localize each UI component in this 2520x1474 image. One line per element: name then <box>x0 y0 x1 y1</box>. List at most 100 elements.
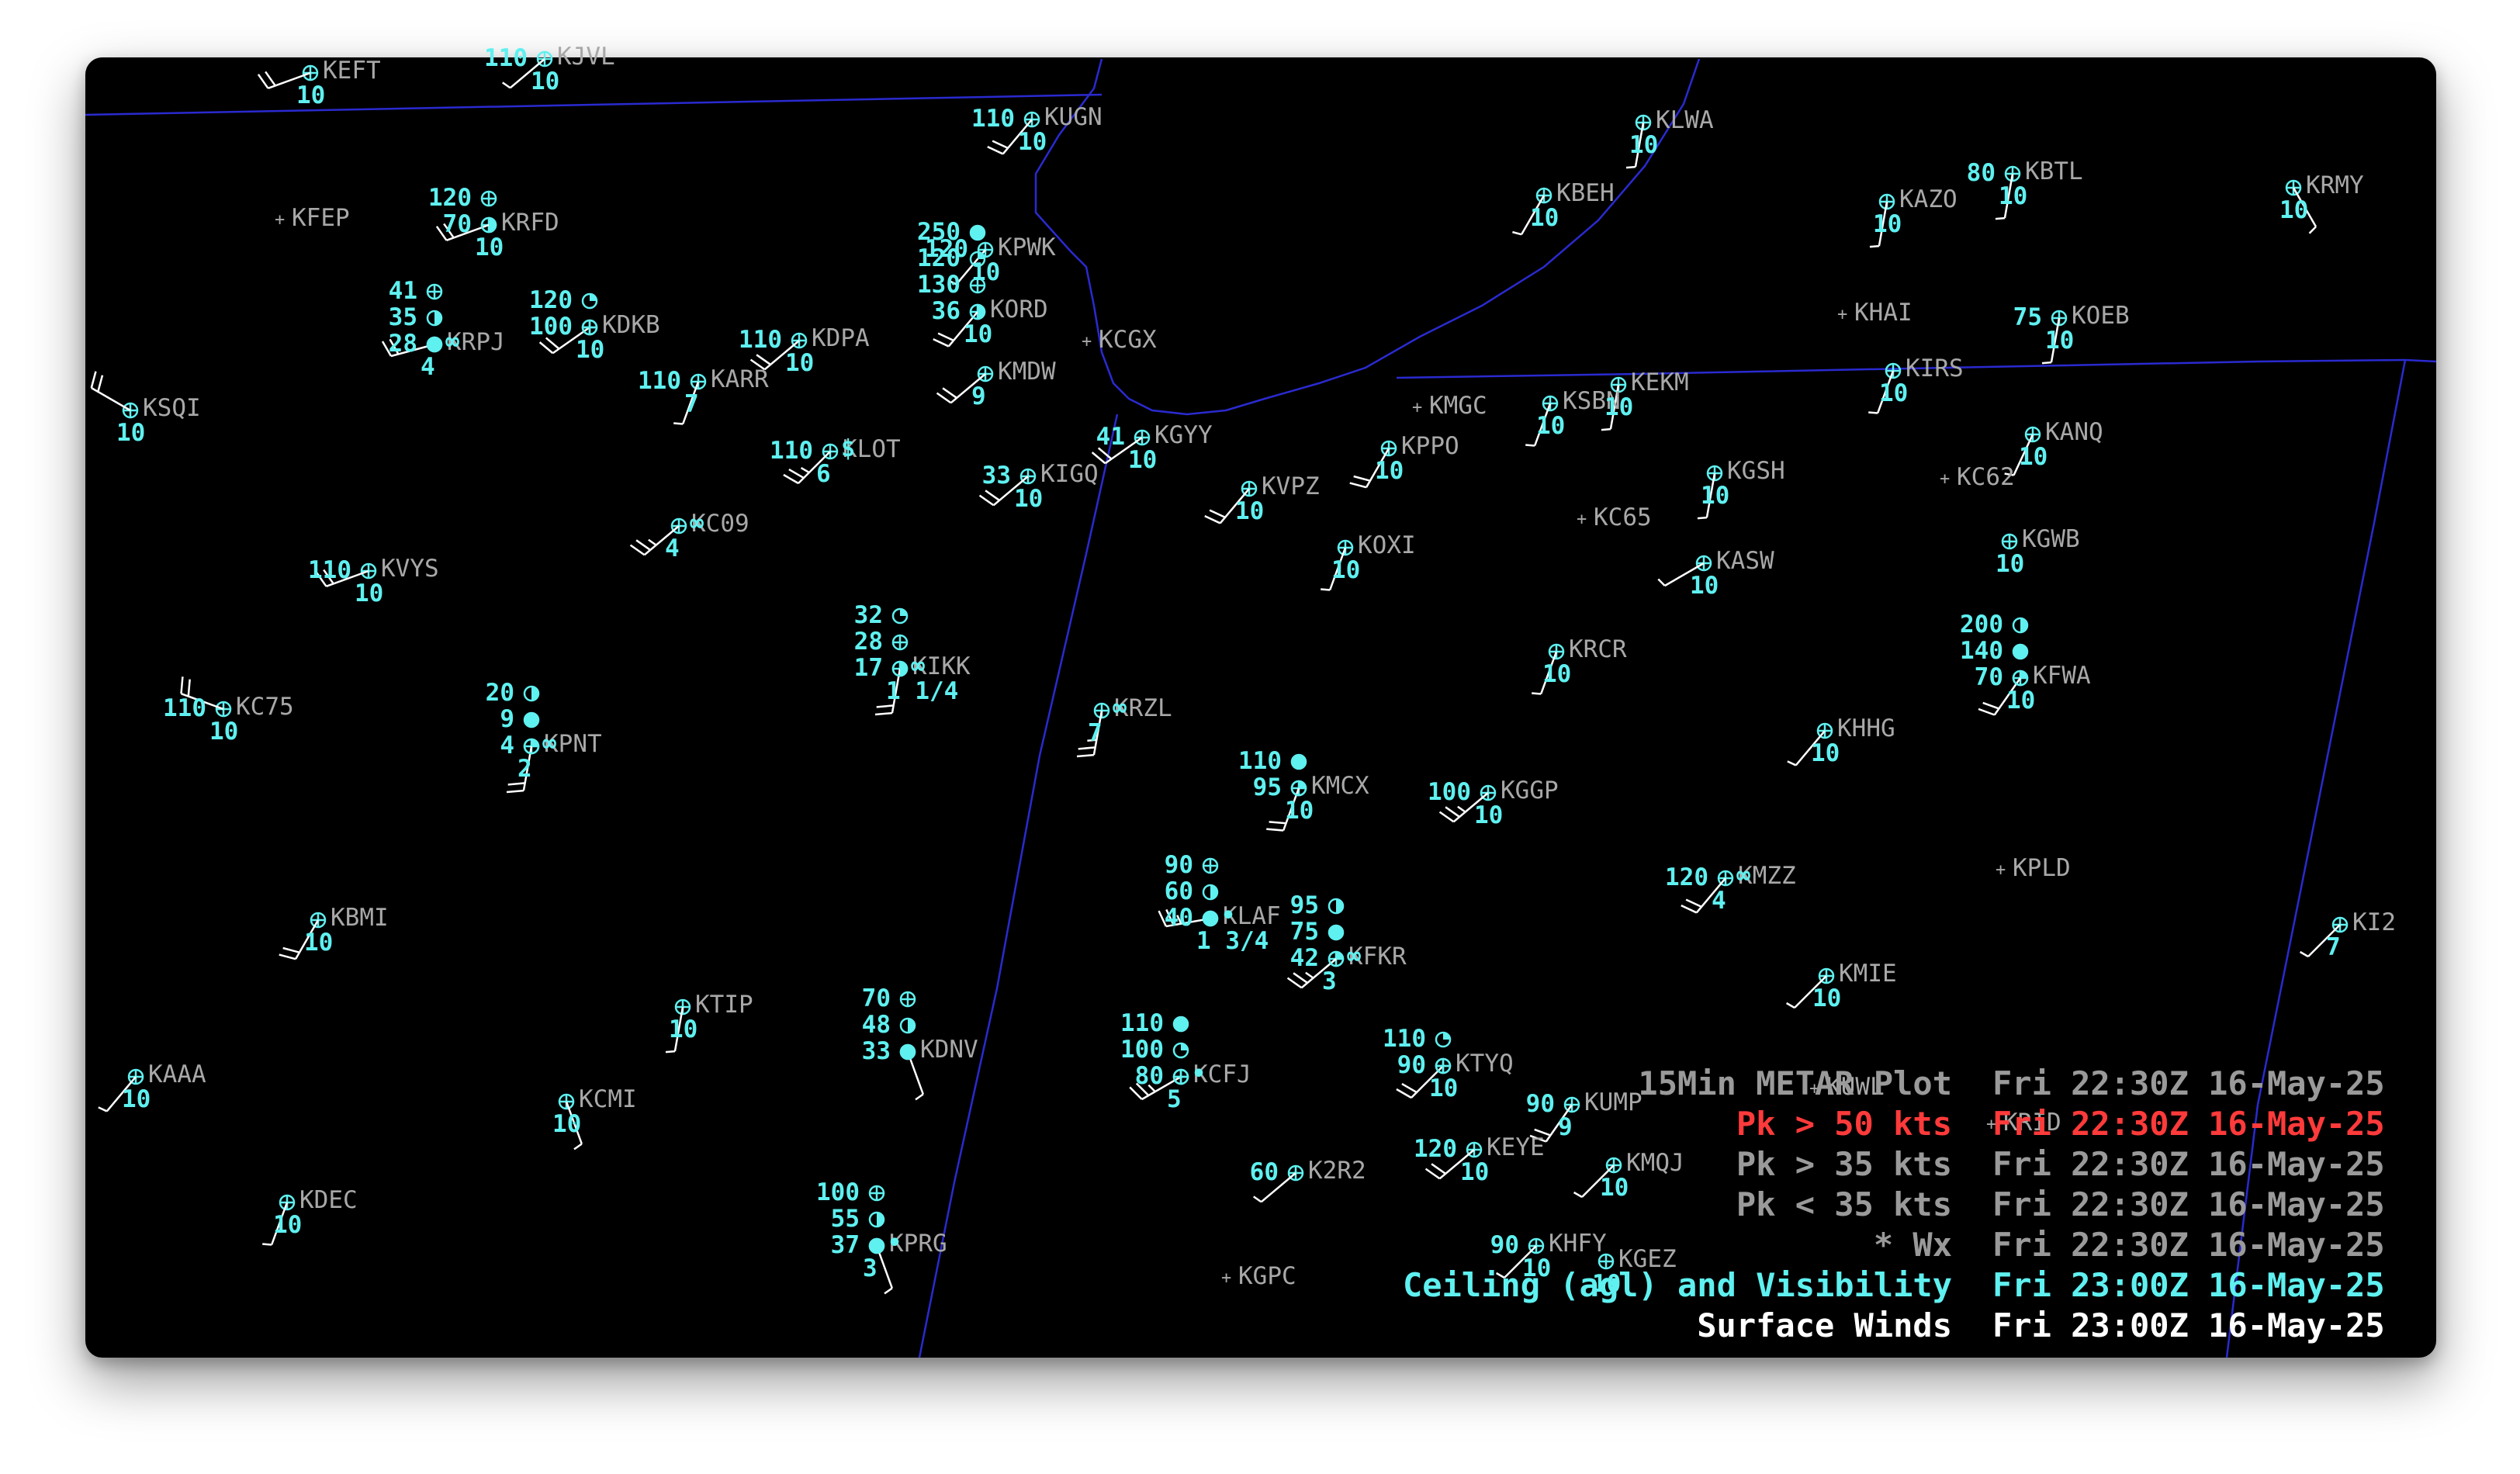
wind-barb-kekm <box>1601 384 1620 431</box>
visibility-kekm: 10 <box>1604 393 1634 421</box>
station-id-kaaa: KAAA <box>148 1061 206 1088</box>
visibility-klaf: 1 3/4 <box>1196 927 1269 955</box>
wind-barb-kggp <box>1438 792 1489 823</box>
cloud-layer-kjvl-0: 110 <box>484 44 528 72</box>
boundary-il-in <box>918 413 1119 1358</box>
cloud-layer-kgyy-0: 41 <box>1096 423 1125 451</box>
metar-map[interactable]: ++++++++++ <box>85 50 2437 1358</box>
cloud-layer-kigq-0: 33 <box>981 462 1011 490</box>
visibility-kcfj: 5 <box>1167 1085 1182 1113</box>
cloud-layer-krpj-1: 35 <box>388 303 417 331</box>
visibility-koeb: 10 <box>2045 327 2075 355</box>
visibility-kdkb: 10 <box>576 336 605 364</box>
wind-barb-kjvl <box>502 58 545 89</box>
cloud-layer-krfd-0: 120 <box>428 184 472 212</box>
station-id-khhg: KHHG <box>1837 715 1895 742</box>
station-marker-krid: + <box>1986 1115 1996 1134</box>
station-id-kuwl: KUWL <box>1826 1073 1885 1101</box>
wind-barb-kbeh <box>1512 195 1546 236</box>
cloud-layer-symbol-kord-1 <box>969 251 986 268</box>
cloud-layer-symbol-kikk-2 <box>891 660 909 677</box>
cloud-layer-symbol-kpnt-1 <box>523 711 540 728</box>
cloud-layer-kdpa-0: 110 <box>739 326 782 354</box>
station-id-kasw: KASW <box>1716 547 1774 575</box>
station-id-klwa: KLWA <box>1656 106 1714 134</box>
present-weather-krzl: ∞ <box>1113 694 1127 721</box>
station-marker-kc65: + <box>1577 510 1587 529</box>
wind-barb-klwa <box>1625 122 1645 169</box>
wind-barb-keft <box>257 71 311 90</box>
wind-barb-kump <box>1529 1104 1573 1143</box>
visibility-krcr: 10 <box>1542 660 1572 688</box>
cloud-layer-symbol-kdnv-2 <box>899 1043 916 1061</box>
cloud-layer-symbol-krpj-2 <box>426 336 443 353</box>
visibility-kfkr: 3 <box>1322 967 1337 995</box>
cloud-layer-kdnv-0: 70 <box>861 984 891 1012</box>
station-id-krmy: KRMY <box>2306 171 2364 199</box>
wind-barb-kgyy <box>1091 436 1143 465</box>
cloud-layer-kump-0: 90 <box>1525 1090 1555 1118</box>
wind-barb-koeb <box>2041 317 2061 365</box>
present-weather-kikk: ∞ <box>911 652 926 680</box>
station-marker-kcgx: + <box>1082 332 1092 351</box>
cloud-layer-klaf-1: 60 <box>1164 877 1193 905</box>
cloud-layer-symbol-kcfj-2 <box>1172 1068 1189 1085</box>
cloud-layer-symbol-kdnv-0 <box>899 991 916 1008</box>
station-marker-kgpc: + <box>1221 1268 1231 1288</box>
station-id-kfep: KFEP <box>292 204 350 232</box>
station-id-kump: KUMP <box>1584 1088 1642 1116</box>
cloud-layer-symbol-ktyq-0 <box>1435 1031 1452 1048</box>
station-id-kjvl: KJVL <box>557 43 615 71</box>
station-id-kanq: KANQ <box>2045 418 2103 446</box>
legend-product-label: 15Min METAR Plot <box>1638 1064 1952 1102</box>
cloud-layer-kmcx-1: 95 <box>1252 773 1282 801</box>
visibility-khfy: 10 <box>1522 1254 1552 1282</box>
cloud-layer-symbol-kfwa-2 <box>2012 670 2029 687</box>
station-id-ksqi: KSQI <box>143 394 201 422</box>
station-id-kmgc: KMGC <box>1429 392 1487 420</box>
visibility-krzl: 7 <box>1088 719 1102 747</box>
cloud-layer-krfd-1: 70 <box>442 210 472 238</box>
station-id-kgez: KGEZ <box>1618 1245 1677 1273</box>
station-id-kekm: KEKM <box>1631 368 1689 396</box>
cloud-layer-kbtl-0: 80 <box>1966 159 1996 187</box>
visibility-kugn: 10 <box>1018 128 1047 156</box>
visibility-ksbn: 10 <box>1536 412 1566 440</box>
cloud-layer-krpj-2: 28 <box>388 330 417 358</box>
legend-timestamp: Fri 22:30Z 16-May-25 <box>1992 1185 2385 1223</box>
cloud-layer-kmzz-0: 120 <box>1665 863 1708 891</box>
visibility-khhg: 10 <box>1811 739 1840 767</box>
station-marker-kuwl: + <box>1809 1079 1819 1099</box>
visibility-kmzz: 4 <box>1712 887 1726 915</box>
wind-barb-keye <box>1424 1149 1475 1180</box>
station-marker-khai: + <box>1837 305 1847 324</box>
cloud-layer-kfkr-1: 75 <box>1289 918 1319 946</box>
visibility-ktip: 10 <box>669 1016 698 1043</box>
cloud-layer-kugn-0: 110 <box>971 105 1015 133</box>
legend-product-label: Pk > 35 kts <box>1736 1145 1952 1183</box>
cloud-layer-symbol-kpnt-0 <box>523 685 540 702</box>
visibility-kirs: 10 <box>1879 379 1909 407</box>
cloud-layer-symbol-kfkr-2 <box>1328 950 1345 967</box>
cloud-layer-kcfj-0: 110 <box>1120 1009 1164 1037</box>
wind-barb-kc75 <box>180 676 224 711</box>
cloud-layer-ktyq-0: 110 <box>1383 1025 1426 1053</box>
visibility-kfwa: 10 <box>2006 687 2036 715</box>
cloud-layer-kord-0: 250 <box>917 218 961 246</box>
legend-timestamp: Fri 22:30Z 16-May-25 <box>1992 1105 2385 1143</box>
station-id-ki2: KI2 <box>2352 908 2396 936</box>
cloud-layer-kord-2: 130 <box>917 271 961 299</box>
present-weather-kpnt: ∞ <box>542 730 557 757</box>
cloud-layer-kfwa-2: 70 <box>1974 663 2003 691</box>
station-id-kazo: KAZO <box>1899 185 1958 213</box>
legend-product-label: * Wx <box>1873 1226 1952 1264</box>
station-id-kfwa: KFWA <box>2033 662 2091 690</box>
visibility-kdec: 10 <box>273 1211 303 1239</box>
cloud-layer-symbol-ktyq-1 <box>1435 1057 1452 1074</box>
station-id-koeb: KOEB <box>2072 302 2130 330</box>
visibility-kjvl: 10 <box>531 67 560 95</box>
wind-barb-kdec <box>262 1202 289 1246</box>
visibility-kdpa: 10 <box>785 349 815 377</box>
cloud-layer-kdkb-0: 120 <box>529 286 573 314</box>
